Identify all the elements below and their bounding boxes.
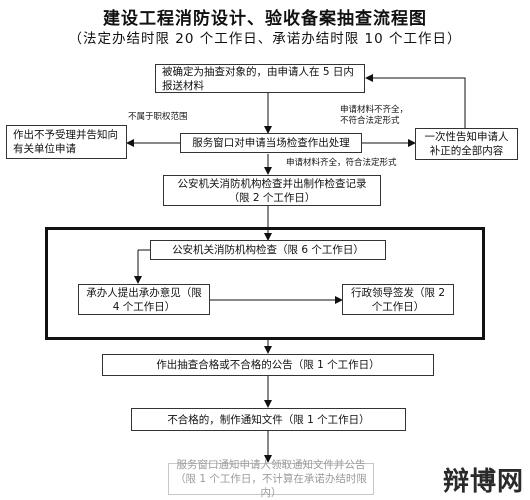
node-handler-opinion: 承办人提出承办意见（限 4 个工作日）	[78, 284, 210, 315]
arrow-supplement-to-start	[365, 74, 466, 128]
inspection-group-frame	[45, 227, 485, 340]
label-complete: 申请材料齐全，符合法定形式	[286, 158, 397, 168]
node-inspection: 公安机关消防机构检查（限 6 个工作日）	[150, 240, 386, 260]
page-title: 建设工程消防设计、验收备案抽查流程图	[103, 9, 427, 29]
node-supplement: 一次性告知申请人补正的全部内容	[415, 128, 518, 160]
node-collect: 服务窗口通知申请人领取通知文件并公告（限 1 个工作日，不计算在承诺办结时限内）	[168, 459, 374, 499]
node-announce: 作出抽查合格或不合格的公告（限 1 个工作日）	[102, 354, 434, 376]
node-leader-sign: 行政领导签发（限 2 个工作日）	[342, 284, 454, 315]
node-service-window: 服务窗口对申请当场检查作出处理	[180, 133, 362, 153]
label-not-in-scope: 不属于职权范围	[128, 112, 188, 122]
label-incomplete-2: 不符合法定形式	[340, 116, 400, 126]
node-reject: 作出不予受理并告知向有关单位申请	[6, 125, 127, 159]
watermark: 辩博网	[442, 467, 524, 497]
label-incomplete-1: 申请材料不齐全，	[340, 105, 409, 115]
node-record: 公安机关消防机构检查并出制作检查记录（限 2 个工作日）	[163, 175, 381, 206]
page-subtitle: （法定办结时限 20 个工作日、承诺办结时限 10 个工作日）	[68, 31, 462, 47]
node-notice-doc: 不合格的，制作通知文件（限 1 个工作日）	[131, 408, 406, 431]
node-start: 被确定为抽查对象的，由申请人在 5 日内报送材料	[155, 64, 365, 93]
